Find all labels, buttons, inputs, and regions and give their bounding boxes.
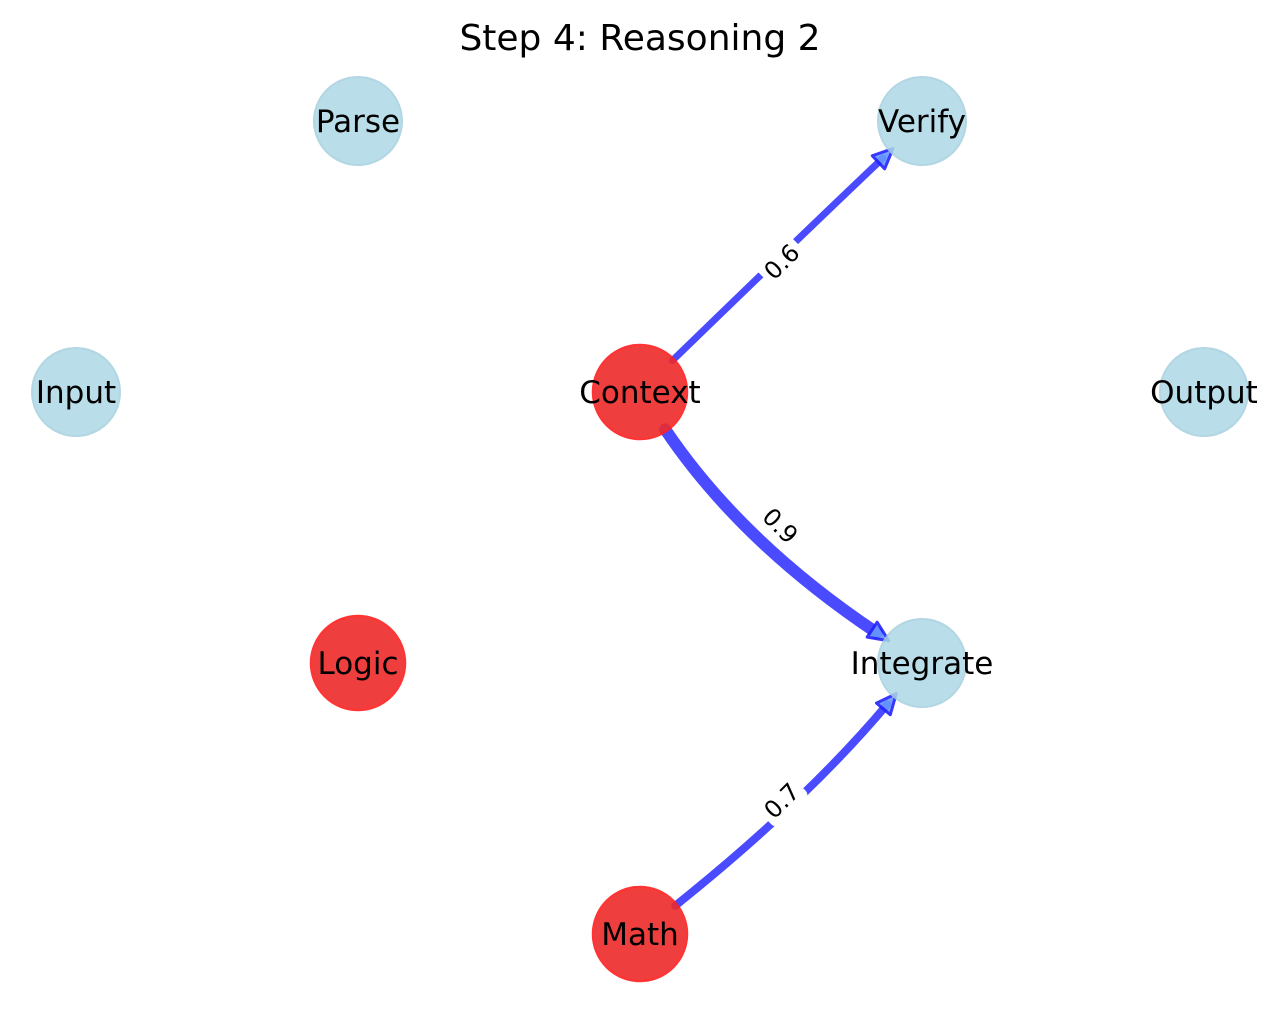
node-label: Context	[579, 375, 700, 411]
arrow-head	[865, 620, 891, 643]
node-math: Math	[591, 885, 689, 983]
node-integrate: Integrate	[851, 618, 994, 708]
node-circle	[313, 76, 403, 166]
node-label: Integrate	[851, 646, 994, 682]
node-logic: Logic	[309, 614, 407, 712]
node-circle-active	[591, 885, 689, 983]
edge-label-box	[756, 775, 808, 827]
node-label: Math	[601, 917, 679, 953]
node-circle	[1159, 347, 1249, 437]
node-circle	[31, 347, 121, 437]
graph-title: Step 4: Reasoning 2	[459, 18, 820, 59]
node-circle	[877, 618, 967, 708]
edge-line	[659, 423, 884, 639]
node-label: Parse	[316, 104, 400, 140]
node-label: Verify	[878, 104, 966, 140]
node-context: Context	[579, 343, 701, 441]
node-parse: Parse	[313, 76, 403, 166]
node-label: Input	[36, 375, 116, 411]
arrow-head	[875, 692, 898, 717]
node-label: Output	[1150, 375, 1258, 411]
node-circle-active	[591, 343, 689, 441]
node-circle	[877, 76, 967, 166]
edge-label-box	[754, 500, 806, 552]
edge-context-integrate	[659, 423, 891, 643]
node-output: Output	[1150, 347, 1258, 437]
arrow-head	[870, 147, 895, 171]
edge-weight-label: 0.7	[756, 775, 808, 827]
edge-labels-layer: 0.60.90.7	[754, 236, 808, 827]
node-verify: Verify	[877, 76, 967, 166]
node-circle-active	[309, 614, 407, 712]
node-label: Logic	[317, 646, 398, 682]
node-input: Input	[31, 347, 121, 437]
edge-label-box	[756, 236, 808, 288]
edge-weight-label: 0.6	[756, 236, 808, 288]
